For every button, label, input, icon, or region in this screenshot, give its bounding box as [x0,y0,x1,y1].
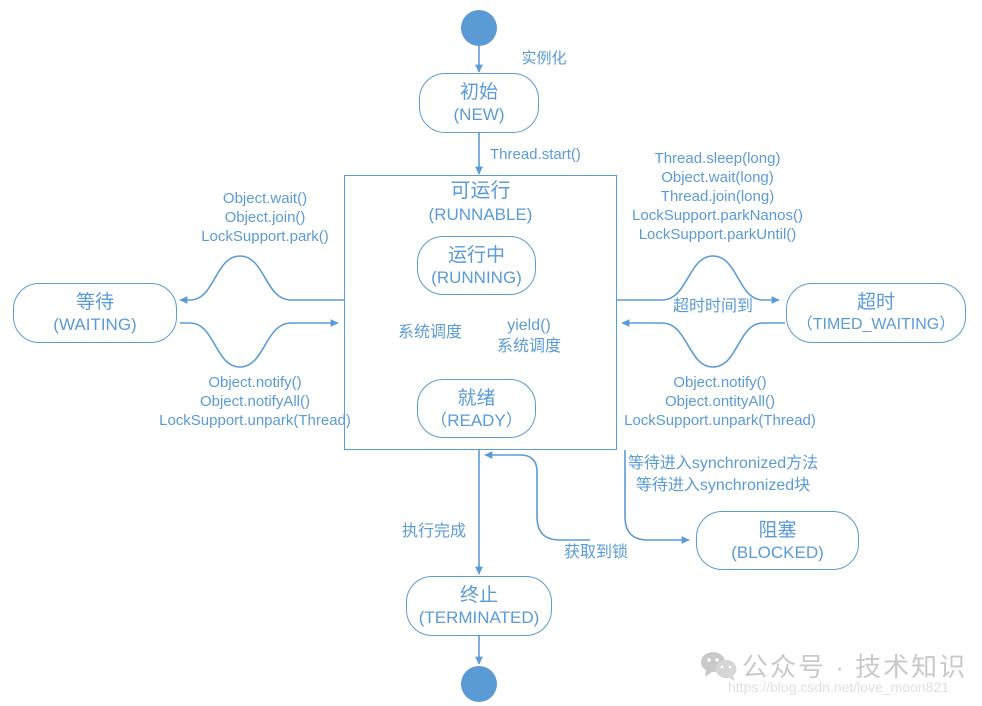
node-running-en: (RUNNING) [431,267,522,287]
node-runnable-label: 可运行 (RUNNABLE) [344,179,617,226]
node-waiting[interactable]: 等待 (WAITING) [13,283,177,343]
label-timeout-reached: 超时时间到 [672,298,753,315]
node-runnable-en: (RUNNABLE) [428,205,533,224]
label-to-timed-waiting: Thread.sleep(long) Object.wait(long) Thr… [632,150,803,243]
label-from-blocked: 获取到锁 [563,544,628,561]
label-from-timed-waiting: Object.notify() Object.ontityAll() LockS… [624,374,816,429]
edge-waiting-to-runnable [180,319,339,368]
edge-runnable-to-timedwaiting [617,255,780,304]
node-ready-en: （READY） [430,410,523,430]
node-blocked-en: (BLOCKED) [731,542,824,562]
label-instantiate: 实例化 [521,50,567,67]
node-running-cn: 运行中 [447,244,505,266]
watermark-text: 公众号 · 技术知识 [742,652,968,682]
start-node [461,10,497,46]
node-new-en: (NEW) [453,105,505,124]
label-to-waiting: Object.wait() Object.join() LockSupport.… [201,190,329,245]
label-schedule-left: 系统调度 [397,324,462,341]
end-node [461,666,497,702]
node-ready[interactable]: 就绪 （READY） [417,379,536,438]
node-timed-waiting-en: （TIMED_WAITING） [796,316,956,333]
edge-runnable-to-blocked [624,450,690,544]
node-terminated-cn: 终止 [459,585,498,606]
edge-blocked-to-runnable [484,451,590,541]
label-to-blocked: 等待进入synchronized方法 等待进入synchronized块 [627,455,819,494]
watermark: 公众号 · 技术知识 https://blog.csdn.net/love_mo… [700,645,970,703]
edge-timedwaiting-to-runnable [621,319,785,368]
node-timed-waiting-cn: 超时 [856,292,895,313]
label-thread-start: Thread.start() [490,146,581,163]
node-new[interactable]: 初始 (NEW) [419,73,539,133]
node-ready-cn: 就绪 [457,387,496,409]
node-blocked-cn: 阻塞 [758,519,797,541]
node-terminated[interactable]: 终止 (TERMINATED) [406,576,552,636]
watermark-url: https://blog.csdn.net/love_moon821 [728,679,950,695]
node-runnable-cn: 可运行 [450,180,511,202]
label-yield-right: yield() 系统调度 [496,317,561,355]
node-timed-waiting[interactable]: 超时 （TIMED_WAITING） [786,283,966,343]
node-blocked[interactable]: 阻塞 (BLOCKED) [696,511,859,570]
label-from-waiting: Object.notify() Object.notifyAll() LockS… [159,374,351,429]
edge-runnable-to-waiting [179,255,344,304]
label-execute-done: 执行完成 [401,523,466,540]
node-waiting-en: (WAITING) [53,315,137,334]
node-waiting-cn: 等待 [75,292,114,313]
node-new-cn: 初始 [459,82,498,103]
node-terminated-en: (TERMINATED) [418,608,540,627]
node-running[interactable]: 运行中 (RUNNING) [417,236,536,295]
wechat-icon [701,652,737,681]
